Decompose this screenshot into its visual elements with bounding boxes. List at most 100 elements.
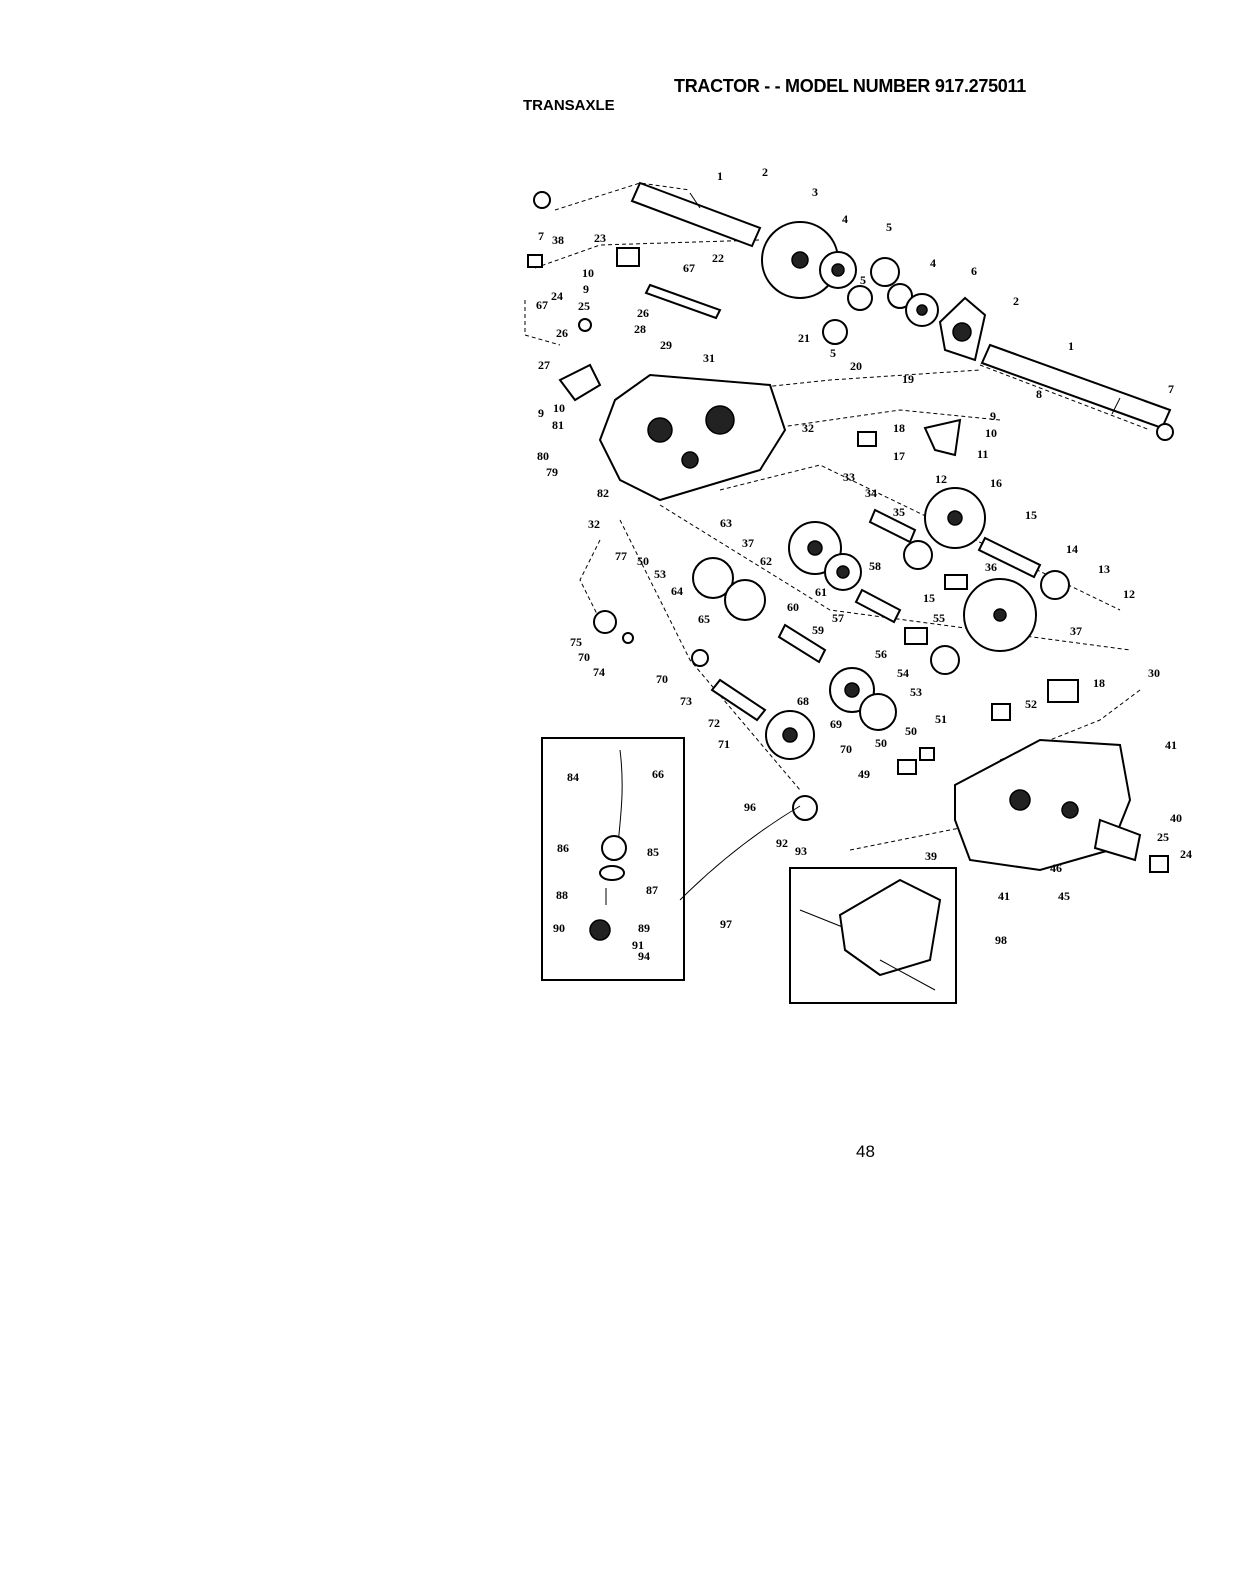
callout-50: 50 [875,736,887,750]
callout-1: 1 [717,169,723,183]
callout-22: 22 [712,251,724,265]
callout-70: 70 [656,672,668,686]
callout-98: 98 [995,933,1007,947]
callout-6: 6 [971,264,977,278]
callout-50: 50 [905,724,917,738]
axle-shaft-left [630,181,762,248]
callout-58: 58 [869,559,881,573]
callout-52: 52 [1025,697,1037,711]
callout-27: 27 [538,358,550,372]
callout-37: 37 [742,536,754,550]
callout-33: 33 [843,470,855,484]
callout-75: 75 [570,635,582,649]
shift-lever-inset [541,737,801,981]
callout-49: 49 [858,767,870,781]
callout-29: 29 [660,338,672,352]
callout-16: 16 [990,476,1002,490]
housing-left-half [598,373,787,502]
callout-40: 40 [1170,811,1182,825]
callout-97: 97 [720,917,732,931]
callout-60: 60 [787,600,799,614]
callout-64: 64 [671,584,683,598]
callout-30: 30 [1148,666,1160,680]
callout-51: 51 [935,712,947,726]
callout-65: 65 [698,612,710,626]
callout-35: 35 [893,505,905,519]
callout-71: 71 [718,737,730,751]
axle-shaft-right [980,343,1172,430]
callout-8: 8 [1036,387,1042,401]
callout-20: 20 [850,359,862,373]
callout-12: 12 [1123,587,1135,601]
callout-37: 37 [1070,624,1082,638]
callout-9: 9 [538,406,544,420]
callout-86: 86 [557,841,569,855]
callout-88: 88 [556,888,568,902]
callout-68: 68 [797,694,809,708]
callout-53: 53 [910,685,922,699]
callout-80: 80 [537,449,549,463]
callout-96: 96 [744,800,756,814]
callout-70: 70 [840,742,852,756]
callout-15: 15 [1025,508,1037,522]
callout-93: 93 [795,844,807,858]
callout-89: 89 [638,921,650,935]
callout-56: 56 [875,647,887,661]
callout-79: 79 [546,465,558,479]
callout-38: 38 [552,233,564,247]
callout-14: 14 [1066,542,1078,556]
callout-13: 13 [1098,562,1110,576]
callout-15: 15 [923,591,935,605]
callout-41: 41 [998,889,1010,903]
callout-81: 81 [552,418,564,432]
callout-31: 31 [703,351,715,365]
callout-7: 7 [1168,382,1174,396]
callout-87: 87 [646,883,658,897]
callout-24: 24 [551,289,563,303]
callout-66: 66 [652,767,664,781]
callout-94: 94 [638,949,650,963]
callout-54: 54 [897,666,909,680]
part-callouts: 1 2 3 4 5 4 6 2 1 7 38 23 22 67 10 9 24 … [536,165,1192,963]
callout-24: 24 [1180,847,1192,861]
callout-84: 84 [567,770,579,784]
callout-45: 45 [1058,889,1070,903]
section-title: TRANSAXLE [523,97,615,114]
callout-36: 36 [985,560,997,574]
callout-10: 10 [553,401,565,415]
callout-57: 57 [832,611,844,625]
small-parts [527,191,1174,873]
callout-55: 55 [933,611,945,625]
callout-70: 70 [578,650,590,664]
callout-9: 9 [990,409,996,423]
gears [593,221,1070,760]
callout-50: 50 [637,554,649,568]
callout-2: 2 [762,165,768,179]
callout-25: 25 [578,299,590,313]
callout-4: 4 [930,256,936,270]
page-number: 48 [856,1142,875,1161]
callout-9: 9 [583,282,589,296]
callout-53: 53 [654,567,666,581]
callout-91: 91 [632,938,644,952]
callout-73: 73 [680,694,692,708]
callout-1: 1 [1068,339,1074,353]
callout-32: 32 [588,517,600,531]
callout-34: 34 [865,486,877,500]
callout-21: 21 [798,331,810,345]
callout-11: 11 [977,447,988,461]
callout-10: 10 [582,266,594,280]
callout-63: 63 [720,516,732,530]
callout-61: 61 [815,585,827,599]
callout-26: 26 [556,326,568,340]
callout-92: 92 [776,836,788,850]
callout-2: 2 [1013,294,1019,308]
callout-69: 69 [830,717,842,731]
callout-7: 7 [538,229,544,243]
assembled-transaxle-inset [789,867,957,1004]
callout-67: 67 [683,261,695,275]
model-title: TRACTOR - - MODEL NUMBER 917.275011 [674,76,1026,96]
callout-72: 72 [708,716,720,730]
callout-77: 77 [615,549,627,563]
callout-3: 3 [812,185,818,199]
